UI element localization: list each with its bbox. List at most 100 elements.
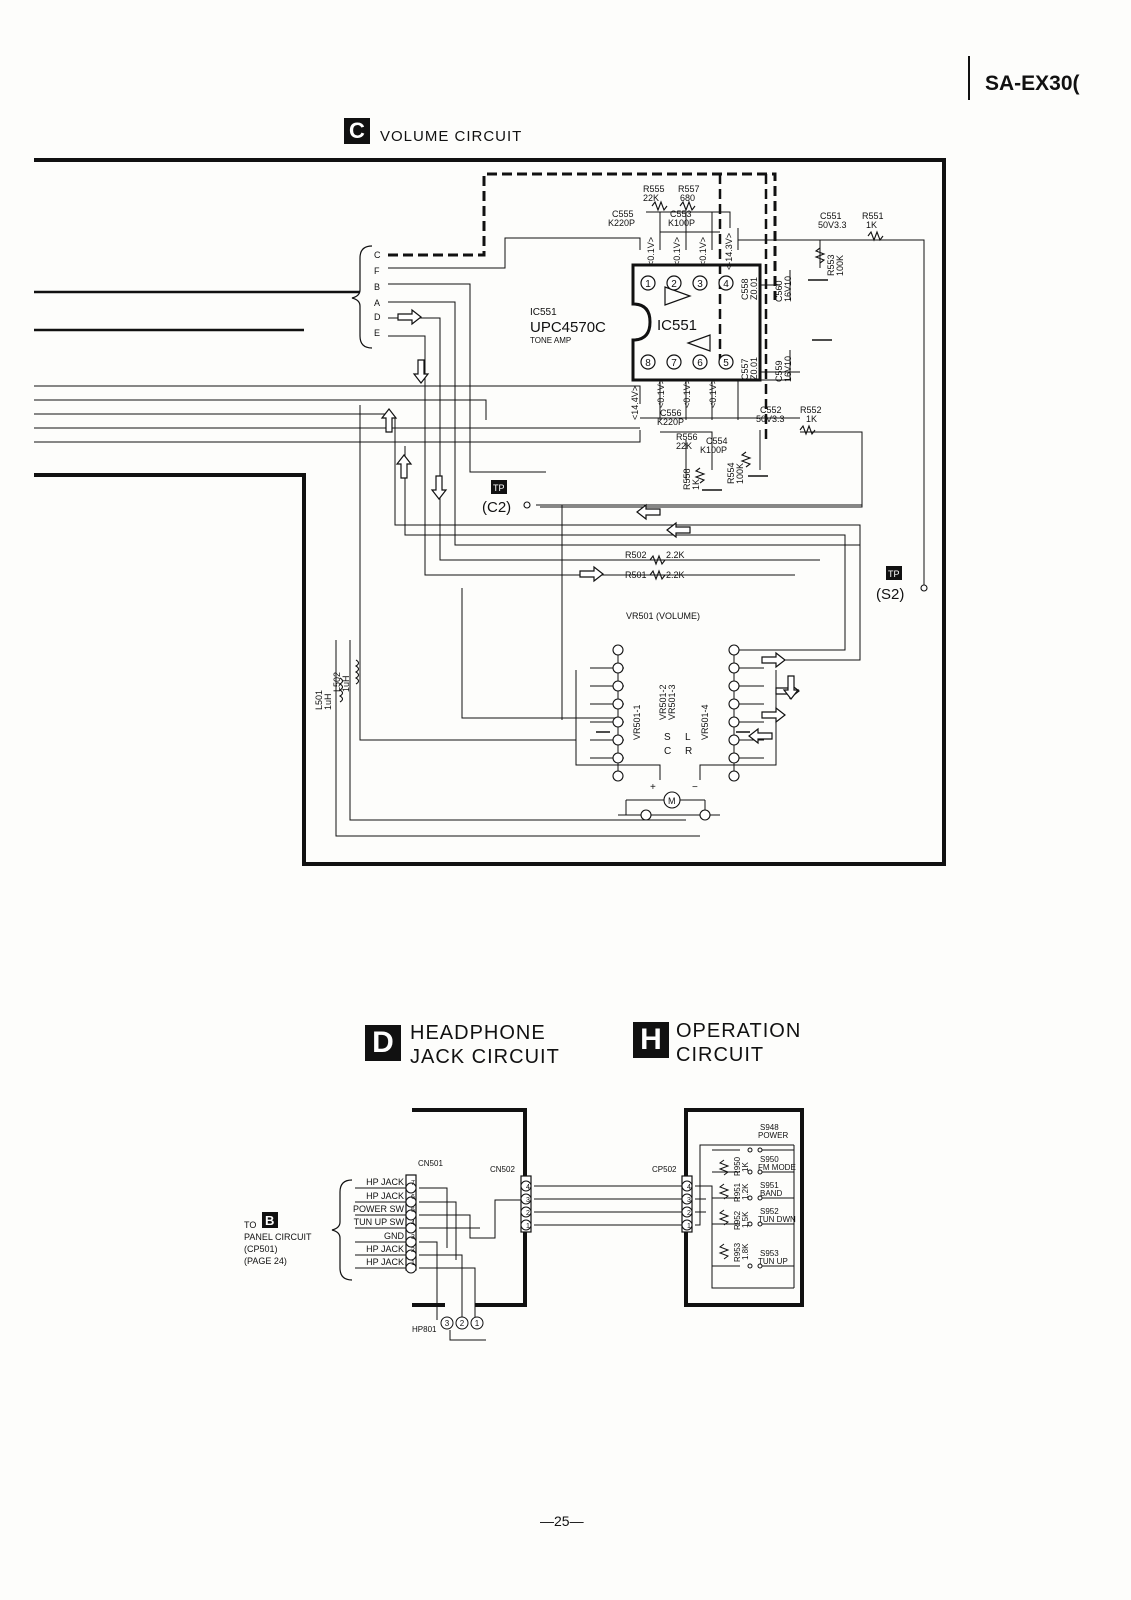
cn501-pin — [405, 1196, 417, 1208]
vr-terminal — [612, 698, 624, 710]
switch-contact — [757, 1147, 763, 1153]
pin-number: 6 — [697, 358, 703, 369]
vr-terminal — [612, 770, 624, 782]
conn-pin-d: D — [374, 312, 381, 322]
headphone-title-1: HEADPHONE — [410, 1022, 546, 1044]
svg-text:K220P: K220P — [608, 218, 635, 228]
ic-ref: IC551 — [530, 307, 557, 318]
ic-pin — [640, 354, 656, 370]
svg-text:HP JACK: HP JACK — [366, 1244, 404, 1254]
vr-terminal — [728, 644, 740, 656]
hp801-pin — [470, 1316, 484, 1330]
vr-terminal — [728, 698, 740, 710]
headphone-pins — [405, 1180, 532, 1330]
svg-text:<14.4V>: <14.4V> — [630, 386, 640, 420]
ic551-pin-numbers: 1 2 3 4 8 7 6 5 — [645, 279, 729, 369]
arrow-left-icon — [666, 521, 691, 539]
ic-pin — [692, 354, 708, 370]
svg-text:(PAGE 24): (PAGE 24) — [244, 1256, 287, 1266]
svg-text:1K: 1K — [691, 479, 701, 490]
conn-pin-a: A — [374, 298, 380, 308]
operation-labels: CP502 4 3 2 1 S948 POWER S950 FM MODE S9… — [652, 1123, 796, 1266]
cn502-pin — [520, 1206, 532, 1218]
svg-text:POWER SW: POWER SW — [353, 1204, 405, 1214]
svg-text:<0.1V>: <0.1V> — [656, 379, 666, 408]
arrow-up-icon — [395, 454, 413, 479]
svg-text:R556: R556 — [676, 432, 698, 442]
pin-number: 5 — [723, 358, 729, 369]
svg-text:L502: L502 — [332, 672, 342, 692]
svg-text:L: L — [685, 732, 691, 743]
svg-text:<0.1V>: <0.1V> — [682, 379, 692, 408]
conn-pin-c: C — [374, 250, 381, 260]
svg-text:TP: TP — [888, 569, 900, 579]
arrow-up-icon — [380, 408, 398, 433]
cn501-pin — [405, 1182, 417, 1194]
operation-pins — [681, 1147, 763, 1269]
test-point-c2: TP (C2) — [482, 480, 511, 516]
inductor-l502 — [354, 659, 360, 685]
switch-contact — [747, 1195, 753, 1201]
svg-text:C558: C558 — [740, 278, 750, 300]
svg-text:1: 1 — [475, 1319, 480, 1328]
svg-text:S952: S952 — [760, 1207, 779, 1216]
section-h-badge: H — [633, 1022, 669, 1058]
ic-pin — [666, 275, 682, 291]
resistor-r551 — [867, 230, 884, 242]
svg-text:C557: C557 — [740, 358, 750, 380]
svg-text:R501: R501 — [625, 570, 647, 580]
cp502-pin — [681, 1219, 693, 1231]
svg-text:(CP501): (CP501) — [244, 1244, 278, 1254]
vr-terminal — [728, 734, 740, 746]
resistor-r952 — [718, 1209, 730, 1226]
svg-text:100K: 100K — [735, 463, 745, 484]
svg-text:7: 7 — [411, 1180, 415, 1187]
svg-text:HP JACK: HP JACK — [366, 1257, 404, 1267]
svg-text:CP502: CP502 — [652, 1165, 677, 1174]
svg-text:VR501-3: VR501-3 — [667, 684, 677, 720]
resistor-r552 — [799, 424, 816, 436]
svg-text:C552: C552 — [760, 405, 782, 415]
svg-text:1: 1 — [526, 1223, 530, 1230]
svg-text:R554: R554 — [726, 462, 736, 484]
header-rule — [968, 56, 970, 100]
svg-text:S: S — [664, 732, 671, 743]
svg-text:22K: 22K — [643, 193, 659, 203]
switch-contact — [747, 1169, 753, 1175]
svg-text:BAND: BAND — [760, 1189, 782, 1198]
hp801-pin — [440, 1316, 454, 1330]
svg-text:TUN UP SW: TUN UP SW — [354, 1217, 405, 1227]
svg-text:M: M — [668, 796, 676, 806]
svg-text:S951: S951 — [760, 1181, 779, 1190]
cp502-pin — [681, 1180, 693, 1192]
shield-dashed — [388, 172, 777, 300]
svg-text:HP801: HP801 — [412, 1325, 437, 1334]
svg-text:4: 4 — [411, 1220, 415, 1227]
svg-text:R553: R553 — [826, 254, 836, 276]
svg-text:POWER: POWER — [758, 1131, 788, 1140]
svg-text:C555: C555 — [612, 209, 634, 219]
svg-text:K100P: K100P — [700, 445, 727, 455]
svg-text:R: R — [685, 746, 692, 757]
svg-text:<0.1V>: <0.1V> — [708, 379, 718, 408]
operation-title-1: OPERATION — [676, 1020, 802, 1042]
connector-brace — [351, 245, 373, 349]
headphone-title-2: JACK CIRCUIT — [410, 1046, 560, 1068]
conn-pin-b: B — [374, 282, 380, 292]
switch-contact — [747, 1221, 753, 1227]
ic-function: TONE AMP — [530, 336, 571, 345]
switch-contact — [747, 1147, 753, 1153]
section-d-badge: D — [365, 1025, 401, 1061]
motor-terminal — [699, 809, 711, 821]
svg-text:1K: 1K — [866, 220, 877, 230]
svg-text:<0.1V>: <0.1V> — [698, 237, 708, 266]
svg-text:VR501 (VOLUME): VR501 (VOLUME) — [626, 611, 700, 621]
arrow-right-icon — [761, 706, 786, 724]
switch-contact — [757, 1195, 763, 1201]
svg-text:VR501-2: VR501-2 — [658, 684, 668, 720]
svg-text:4: 4 — [687, 1184, 691, 1191]
svg-text:2: 2 — [526, 1210, 530, 1217]
to-b-badge: B — [262, 1212, 278, 1228]
svg-text:1K: 1K — [806, 414, 817, 424]
